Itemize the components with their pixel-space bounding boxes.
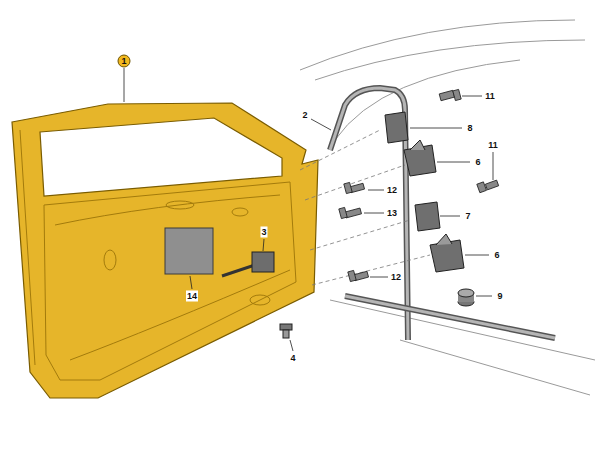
callout-number: 9: [496, 291, 503, 302]
hinges: [385, 112, 464, 272]
cap: [458, 289, 474, 306]
bolts: [339, 89, 499, 281]
callout-number: 2: [301, 110, 308, 121]
bolt: [280, 324, 292, 338]
callout-number: 3: [260, 227, 267, 238]
callout-number: 12: [390, 272, 402, 283]
door-panel-lines: [20, 130, 296, 380]
window-opening: [40, 118, 282, 196]
callout-number: 14: [186, 291, 198, 302]
door-shell: [12, 103, 318, 398]
callout-number: 6: [474, 157, 481, 168]
body-outline: [300, 20, 595, 395]
leader-lines: [124, 68, 493, 351]
callout-number: 1: [118, 55, 131, 68]
callout-number: 11: [487, 140, 499, 151]
cover-plate: [165, 228, 213, 274]
callout-number: 11: [484, 91, 496, 102]
callout-number: 8: [466, 123, 473, 134]
callout-number: 12: [386, 185, 398, 196]
lock-check: [222, 252, 274, 276]
callout-number: 13: [386, 208, 398, 219]
sill-seal: [345, 296, 555, 338]
callout-number: 6: [493, 250, 500, 261]
callout-number: 7: [464, 211, 471, 222]
callout-number: 4: [289, 353, 296, 364]
